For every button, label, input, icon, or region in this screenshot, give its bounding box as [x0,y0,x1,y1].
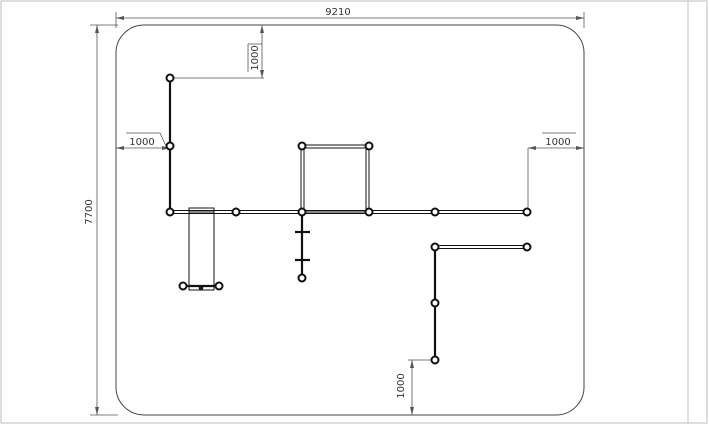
upper-square-frame-inner [303,147,367,213]
node [522,242,532,252]
node [297,141,307,151]
node [364,141,374,151]
left-offset-label: 1000 [129,137,154,148]
top-offset-dimension: 1000 [170,25,264,79]
node [430,242,440,252]
node [430,298,440,308]
site-boundary [115,24,585,416]
node [430,207,440,217]
overall-width-label: 9210 [325,7,350,18]
overall-height-dimension: 7700 [84,24,118,416]
node [165,73,175,83]
overall-height-label: 7700 [84,199,95,224]
right-offset-dimension: 1000 [527,132,584,212]
node [297,207,307,217]
bottom-offset-label: 1000 [396,373,407,398]
node [522,207,532,217]
node [430,355,440,365]
node [178,281,188,291]
node [231,207,241,217]
top-offset-label: 1000 [250,45,261,70]
right-offset-label: 1000 [545,137,570,148]
bottom-offset-dimension: 1000 [396,359,438,415]
node [198,285,204,291]
left-offset-dimension: 1000 [116,132,170,150]
upper-square-frame [300,144,370,213]
node [214,281,224,291]
slide-body [188,207,215,291]
node [165,207,175,217]
playground-structure [165,73,532,365]
node [364,207,374,217]
node [297,273,307,283]
node [165,141,175,151]
